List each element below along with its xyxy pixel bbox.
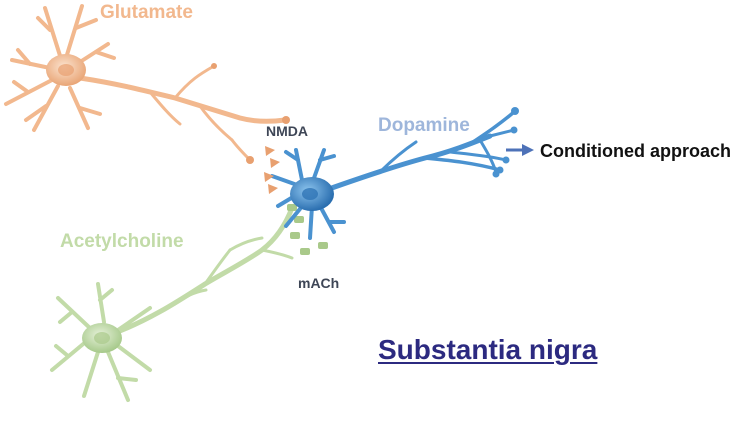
- glutamate-terminal: [211, 63, 217, 69]
- acetylcholine-nucleus: [94, 332, 110, 344]
- dopamine-nucleus: [302, 188, 318, 200]
- dopamine-neuron: [270, 107, 519, 240]
- region-title: Substantia nigra: [378, 334, 598, 365]
- dopamine-terminal: [511, 107, 519, 115]
- dopamine-terminal: [502, 156, 510, 164]
- dopamine-axon: [323, 110, 516, 193]
- ach-terminal: [287, 204, 297, 211]
- output-arrow: [506, 144, 534, 156]
- nmda-receptors: [264, 146, 280, 194]
- nmda-receptor: [264, 172, 274, 182]
- glutamate-axon: [77, 64, 288, 162]
- ach-terminal: [290, 232, 300, 239]
- conditioned-approach-label: Conditioned approach: [540, 141, 731, 161]
- dopamine-terminal: [492, 170, 500, 178]
- dopamine-terminal: [510, 126, 518, 134]
- nmda-receptor: [265, 146, 275, 156]
- nmda-label: NMDA: [266, 123, 308, 139]
- acetylcholine-neuron: [50, 204, 328, 402]
- mach-label: mACh: [298, 275, 340, 291]
- ach-terminal: [294, 216, 304, 223]
- glutamate-label: Glutamate: [100, 2, 193, 23]
- glutamate-neuron: [4, 4, 290, 164]
- acetylcholine-axon: [109, 205, 295, 337]
- glutamate-terminal: [246, 156, 254, 164]
- nmda-receptor: [270, 158, 280, 168]
- glutamate-dendrites: [4, 4, 116, 132]
- ach-terminal: [300, 248, 310, 255]
- glutamate-terminal: [282, 116, 290, 124]
- nmda-receptor: [268, 184, 278, 194]
- glutamate-nucleus: [58, 64, 74, 76]
- dopamine-label: Dopamine: [378, 115, 470, 136]
- acetylcholine-label: Acetylcholine: [60, 231, 184, 252]
- acetylcholine-dendrites: [50, 282, 152, 402]
- ach-terminal: [318, 242, 328, 249]
